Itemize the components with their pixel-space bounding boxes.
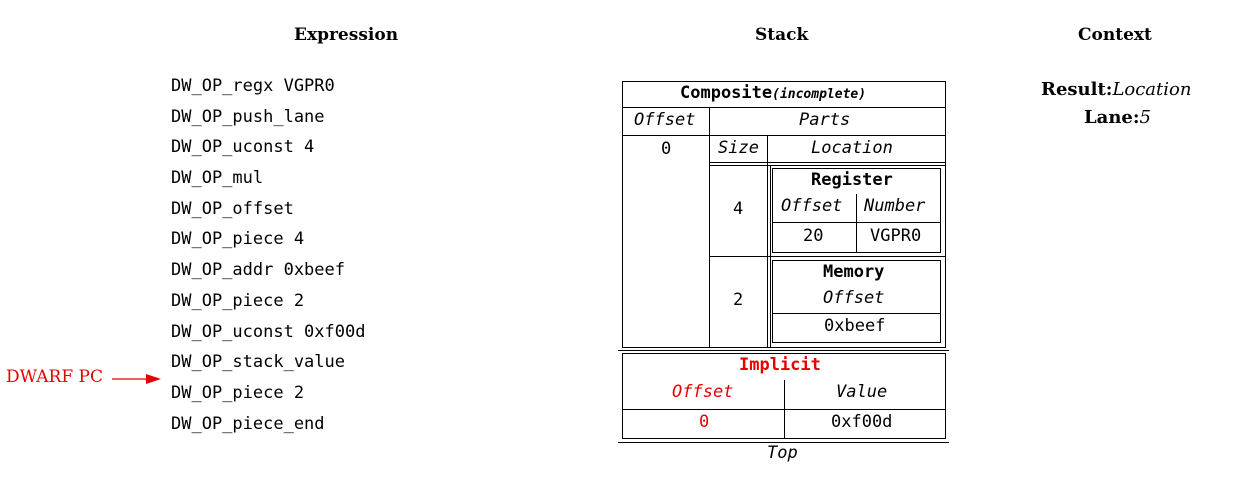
result-value: Location — [1112, 79, 1192, 100]
location-column-label: Location — [811, 138, 893, 158]
expression-header: Expression — [294, 25, 399, 45]
piece-size: 4 — [733, 199, 744, 219]
composite-parts-label: Parts — [799, 110, 851, 130]
stack-header: Stack — [755, 25, 809, 45]
context-result: Result:Location — [1041, 79, 1191, 100]
pc-arrow-icon — [112, 374, 161, 384]
implicit-value-label: Value — [836, 382, 888, 402]
context-header: Context — [1078, 25, 1152, 45]
register-number-label: Number — [864, 196, 926, 216]
divider — [773, 313, 940, 314]
expression-op-list: DW_OP_regx VGPR0 DW_OP_push_lane DW_OP_u… — [171, 74, 365, 442]
op-item: DW_OP_piece 2 — [171, 290, 305, 311]
implicit-value: 0xf00d — [831, 412, 893, 432]
divider — [709, 165, 945, 166]
stack-separator — [618, 350, 949, 351]
implicit-title: Implicit — [739, 355, 821, 375]
divider — [709, 107, 710, 347]
op-item: DW_OP_uconst 0xf00d — [171, 321, 366, 342]
op-item: DW_OP_piece_end — [171, 413, 325, 434]
composite-frame — [622, 81, 946, 348]
location-kind: Register — [811, 170, 893, 190]
op-item: DW_OP_addr 0xbeef — [171, 260, 345, 281]
implicit-offset-label: Offset — [672, 382, 734, 402]
register-offset-label: Offset — [781, 196, 843, 216]
register-number-value: VGPR0 — [870, 226, 922, 246]
op-item: DW_OP_piece 4 — [171, 229, 305, 250]
divider — [709, 162, 945, 163]
location-kind: Memory — [823, 262, 885, 282]
divider — [773, 222, 940, 223]
op-item: DW_OP_mul — [171, 168, 264, 189]
composite-offset-label: Offset — [634, 110, 696, 130]
stack-top-label: Top — [767, 443, 798, 463]
composite-offset-value: 0 — [661, 139, 672, 159]
piece-size: 2 — [733, 290, 744, 310]
implicit-frame — [622, 353, 946, 439]
op-item: DW_OP_stack_value — [171, 352, 345, 373]
composite-title-text: Composite — [680, 83, 773, 103]
op-item: DW_OP_push_lane — [171, 106, 325, 127]
divider — [623, 135, 709, 136]
divider — [623, 107, 945, 108]
divider — [709, 256, 945, 257]
result-key: Result: — [1041, 79, 1113, 100]
composite-qualifier: (incomplete) — [772, 87, 867, 102]
op-item: DW_OP_regx VGPR0 — [171, 76, 335, 96]
stack-top-line — [618, 442, 949, 443]
composite-title: Composite(incomplete) — [680, 83, 866, 103]
memory-offset-label: Offset — [823, 288, 885, 308]
register-offset-value: 20 — [803, 226, 824, 246]
divider — [623, 409, 945, 410]
lane-value: 5 — [1139, 107, 1151, 128]
op-item: DW_OP_piece 2 — [171, 382, 305, 403]
op-item: DW_OP_offset — [171, 198, 294, 219]
memory-location-box — [772, 260, 941, 343]
divider — [767, 135, 768, 347]
op-item: DW_OP_uconst 4 — [171, 137, 315, 158]
lane-key: Lane: — [1084, 107, 1140, 128]
divider — [856, 194, 857, 252]
size-column-label: Size — [718, 138, 759, 158]
dwarf-pc-label: DWARF PC — [6, 367, 103, 387]
context-lane: Lane:5 — [1084, 107, 1151, 128]
register-location-box — [772, 168, 941, 253]
divider — [709, 135, 945, 136]
memory-offset-value: 0xbeef — [824, 316, 886, 336]
implicit-offset-value: 0 — [699, 412, 710, 432]
